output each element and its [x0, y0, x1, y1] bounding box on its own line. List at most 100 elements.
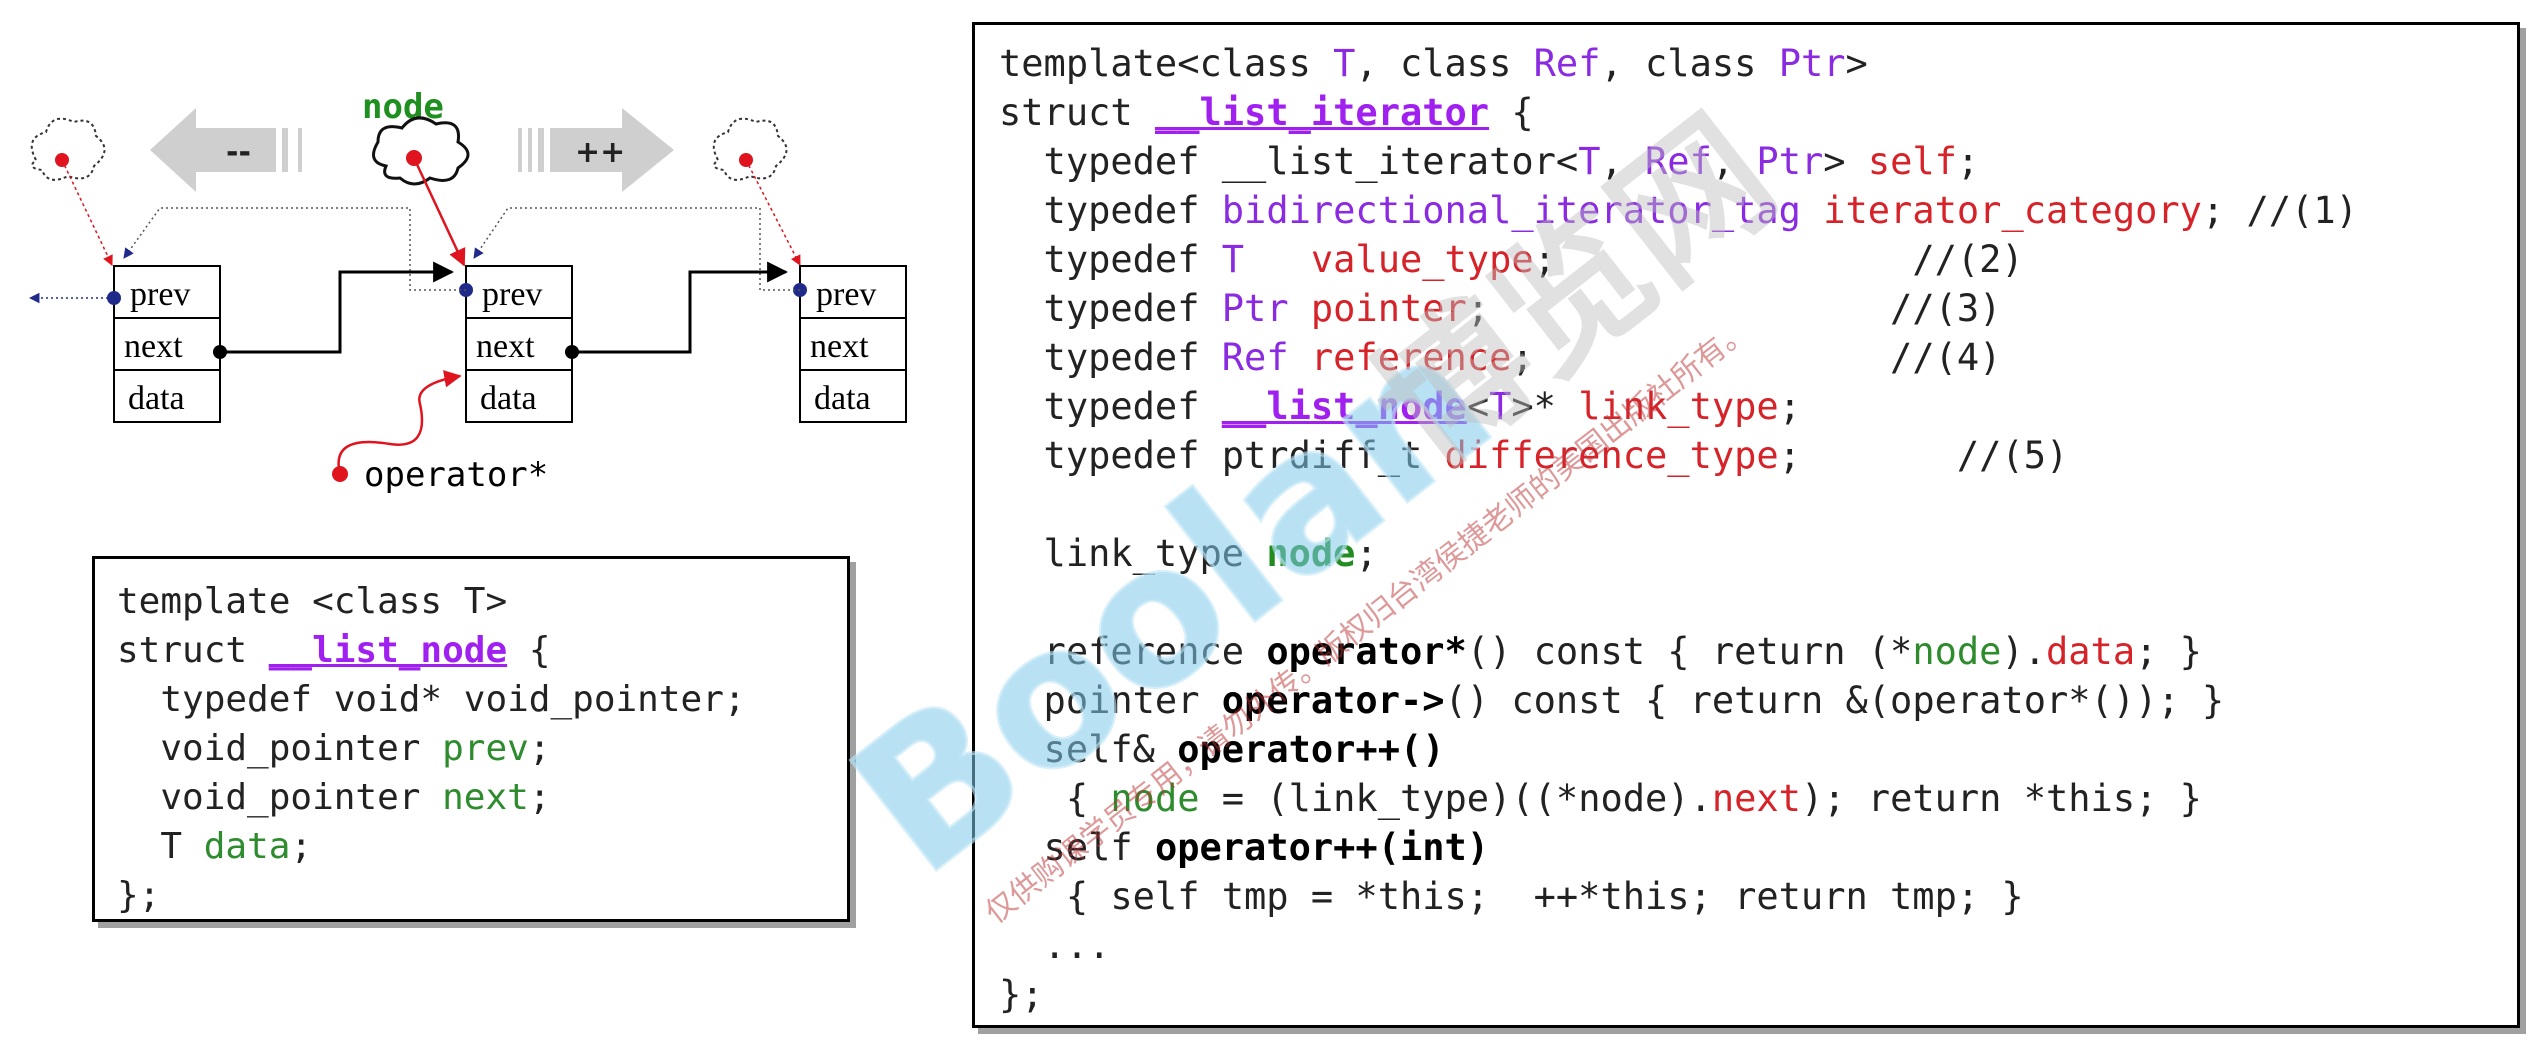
code-token: link_type	[1578, 385, 1779, 428]
node-field: next	[476, 328, 535, 365]
list-node-2: prev next data	[465, 265, 573, 423]
code-token: >	[1845, 42, 1868, 85]
code-token: __list_iterator	[1154, 91, 1490, 134]
code-token: T	[1578, 140, 1601, 183]
code-token: __list_node	[1221, 385, 1467, 428]
list-node-code: template <class T>struct __list_node { t…	[117, 577, 847, 920]
code-token: ;	[528, 728, 551, 769]
code-token: >*	[1511, 385, 1579, 428]
code-token: typedef void* void_pointer;	[117, 679, 746, 720]
code-token	[1289, 336, 1311, 379]
code-token: Ptr	[1221, 287, 1289, 330]
code-token: data	[2046, 630, 2136, 673]
code-token: ;	[290, 826, 313, 867]
linked-list-diagram: -- ++ node prev next data pr	[28, 87, 907, 495]
code-token: ; //(5)	[1778, 434, 2069, 477]
node-field: data	[128, 380, 185, 417]
code-token: void_pointer	[117, 728, 443, 769]
code-token: prev	[442, 728, 529, 769]
code-token: () const { return &(operator*()); }	[1444, 679, 2225, 722]
code-token: ); return *this; }	[1800, 777, 2202, 820]
code-token: ;	[1778, 385, 1801, 428]
code-token: ;	[1956, 140, 1980, 183]
code-token: ;	[1355, 532, 1378, 575]
code-line: typedef bidirectional_iterator_tag itera…	[999, 186, 2517, 235]
code-line: ...	[999, 921, 2517, 970]
code-token: self	[1867, 140, 1957, 183]
code-token: typedef	[999, 238, 1222, 281]
code-token: typedef ptrdiff_t	[999, 434, 1445, 477]
code-token: difference_type	[1444, 434, 1779, 477]
list-node-3: prev next data	[799, 265, 907, 423]
code-line: typedef __list_node<T>* link_type;	[999, 382, 2517, 431]
code-line: };	[999, 970, 2517, 1019]
code-token: ...	[999, 924, 1111, 967]
code-token: Ptr	[1778, 42, 1846, 85]
decrement-arrow: --	[150, 108, 302, 192]
code-token: <	[1466, 385, 1490, 428]
code-line: { node = (link_type)((*node).next); retu…	[999, 774, 2517, 823]
code-token	[1801, 189, 1823, 232]
code-token: ; //(4)	[1511, 336, 2002, 379]
code-token: operator++(int)	[1154, 826, 1490, 869]
code-line: typedef T value_type; //(2)	[999, 235, 2517, 284]
list-node-1: prev next data	[113, 265, 221, 423]
code-token: ; }	[2135, 630, 2202, 673]
node-field: prev	[130, 276, 190, 313]
code-token: data	[203, 826, 291, 867]
list-iterator-code-box: template<class T, class Ref, class Ptr>s…	[972, 22, 2520, 1028]
code-token: template <class T>	[117, 581, 508, 622]
code-line: T data;	[117, 822, 847, 871]
code-token: __list_node	[268, 630, 508, 671]
node-field: next	[810, 328, 869, 365]
code-token: };	[999, 973, 1044, 1016]
code-line: link_type node;	[999, 529, 2517, 578]
code-token: typedef	[999, 385, 1222, 428]
code-token: value_type	[1310, 238, 1534, 281]
code-line	[999, 480, 2517, 529]
cloud-pointer-right	[712, 117, 788, 181]
code-token: node	[1912, 630, 2002, 673]
code-token: T	[117, 826, 204, 867]
cloud-pointer-node	[372, 116, 470, 186]
code-token: ).	[2001, 630, 2046, 673]
code-line: self& operator++()	[999, 725, 2517, 774]
code-token: operator->	[1221, 679, 1445, 722]
code-token: operator*	[1266, 630, 1467, 673]
code-token: reference	[999, 630, 1267, 673]
code-token: bidirectional_iterator_tag	[1221, 189, 1801, 232]
code-token: struct	[117, 630, 269, 671]
code-token: self&	[999, 728, 1178, 771]
code-line: typedef Ptr pointer; //(3)	[999, 284, 2517, 333]
code-token: , class	[1355, 42, 1534, 85]
code-line: void_pointer next;	[117, 773, 847, 822]
code-line	[999, 578, 2517, 627]
list-iterator-code: template<class T, class Ref, class Ptr>s…	[999, 39, 2517, 1019]
code-line: };	[117, 871, 847, 920]
node-field: next	[124, 328, 183, 365]
code-token: T	[1333, 42, 1356, 85]
code-token: typedef	[999, 336, 1222, 379]
code-token: typedef	[999, 287, 1222, 330]
code-token: pointer	[1310, 287, 1467, 330]
code-token: Ref	[1221, 336, 1289, 379]
increment-label: ++	[575, 135, 625, 170]
code-token: Ref	[1533, 42, 1601, 85]
code-token: typedef __list_iterator<	[999, 140, 1579, 183]
code-token: void_pointer	[117, 777, 443, 818]
code-line: self operator++(int)	[999, 823, 2517, 872]
code-token: ;	[528, 777, 551, 818]
code-line: typedef Ref reference; //(4)	[999, 333, 2517, 382]
code-token: {	[1489, 91, 1534, 134]
decrement-label: --	[226, 135, 251, 170]
code-token: Ref	[1645, 140, 1712, 183]
code-token: ,	[1600, 140, 1646, 183]
list-node-code-box: template <class T>struct __list_node { t…	[92, 556, 850, 922]
code-token: ; //(1)	[2201, 189, 2358, 232]
node-field: data	[480, 380, 537, 417]
cloud-pointer-left	[30, 117, 106, 181]
code-token: >	[1823, 140, 1868, 183]
code-token: operator++()	[1177, 728, 1445, 771]
code-line: void_pointer prev;	[117, 724, 847, 773]
code-line: typedef void* void_pointer;	[117, 675, 847, 724]
